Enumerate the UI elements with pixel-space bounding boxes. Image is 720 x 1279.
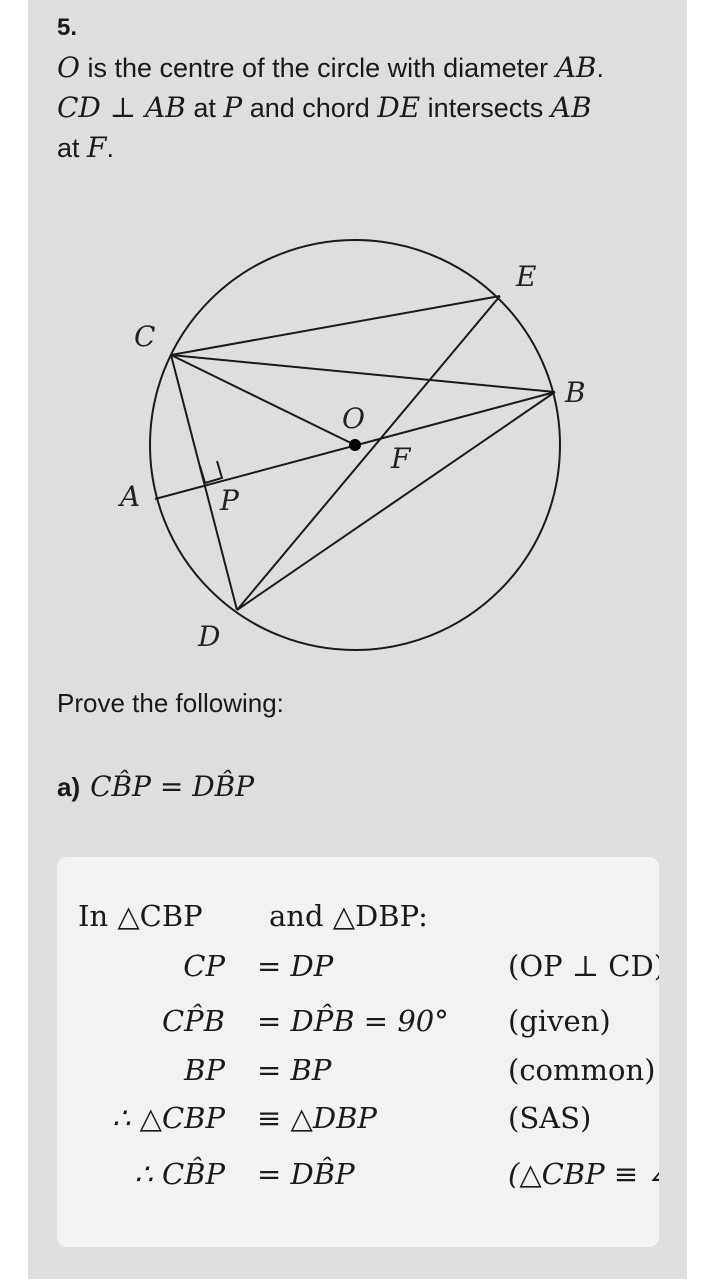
label-C: C [134,320,155,353]
proof-row-5-reason: (△CBP ≡ ∠ [508,1157,659,1191]
proof-card: In △CBP and △DBP: CP = DP (OP ⊥ CD) CP̂B… [57,857,659,1247]
proof-row-1-rel: = DP [257,949,334,983]
math-CD-perp-AB: CD ⊥ AB [57,91,186,124]
proof-row-5-rel: = DB̂P [257,1157,355,1191]
math-P: P [223,91,243,124]
proof-row-3-rel: = BP [257,1053,332,1087]
label-P: P [219,484,240,517]
statement-text: . [596,53,604,83]
proof-row-3-reason: (common) [508,1053,656,1087]
centre-point [349,439,361,451]
proof-row-1-reason: (OP ⊥ CD) [508,949,659,983]
statement-text: at [57,133,88,163]
proof-row-5-lhs: ∴ CB̂P [134,1157,225,1191]
statement-line-3: at F. [57,128,677,168]
proof-intro-right: and △DBP: [269,899,428,933]
proof-row-2-lhs: CP̂B [161,1004,225,1038]
label-E: E [515,260,536,293]
statement-line-1: O is the centre of the circle with diame… [57,48,677,88]
math-AB: AB [550,91,592,124]
proof-row-2-reason: (given) [508,1004,611,1038]
statement-line-2: CD ⊥ AB at P and chord DE intersects AB [57,88,677,128]
math-F: F [87,131,107,164]
label-B: B [564,376,586,409]
proof-row-4-reason: (SAS) [508,1101,592,1135]
part-a-label: a) [57,772,81,802]
proof-row-1-lhs: CP [183,949,225,983]
chord-CE [170,295,501,356]
segment-CO [170,354,356,446]
proof-row-4-lhs: ∴ △CBP [112,1101,225,1135]
segment-CB [170,354,556,393]
statement-text: is the centre of the circle with diamete… [79,53,556,83]
statement-text: . [106,133,114,163]
part-a: a) CB̂P = DB̂P [57,770,254,803]
math-O: O [57,51,80,84]
label-F: F [390,442,412,475]
proof-row-2-rel: = DP̂B = 90° [257,1004,449,1038]
statement-text: and chord [242,93,378,123]
part-a-expression: CB̂P = DB̂P [90,770,255,803]
proof-intro-left: In △CBP [78,899,203,933]
right-angle-mark [199,460,224,485]
geometry-diagram: C E B O F A P D [117,239,586,653]
math-DE: DE [377,91,421,124]
proof-row-4-rel: ≡ △DBP [257,1101,377,1135]
circle [149,239,561,651]
proof-row-3-lhs: BP [184,1053,225,1087]
chord-DE [236,295,501,611]
prove-heading: Prove the following: [57,688,284,718]
question-number: 5. [57,14,78,41]
statement-text: intersects [420,93,551,123]
label-A: A [117,480,140,513]
math-AB: AB [555,51,597,84]
label-O: O [342,402,365,435]
segment-DB [236,391,556,611]
statement-text: at [185,93,224,123]
label-D: D [197,620,220,653]
